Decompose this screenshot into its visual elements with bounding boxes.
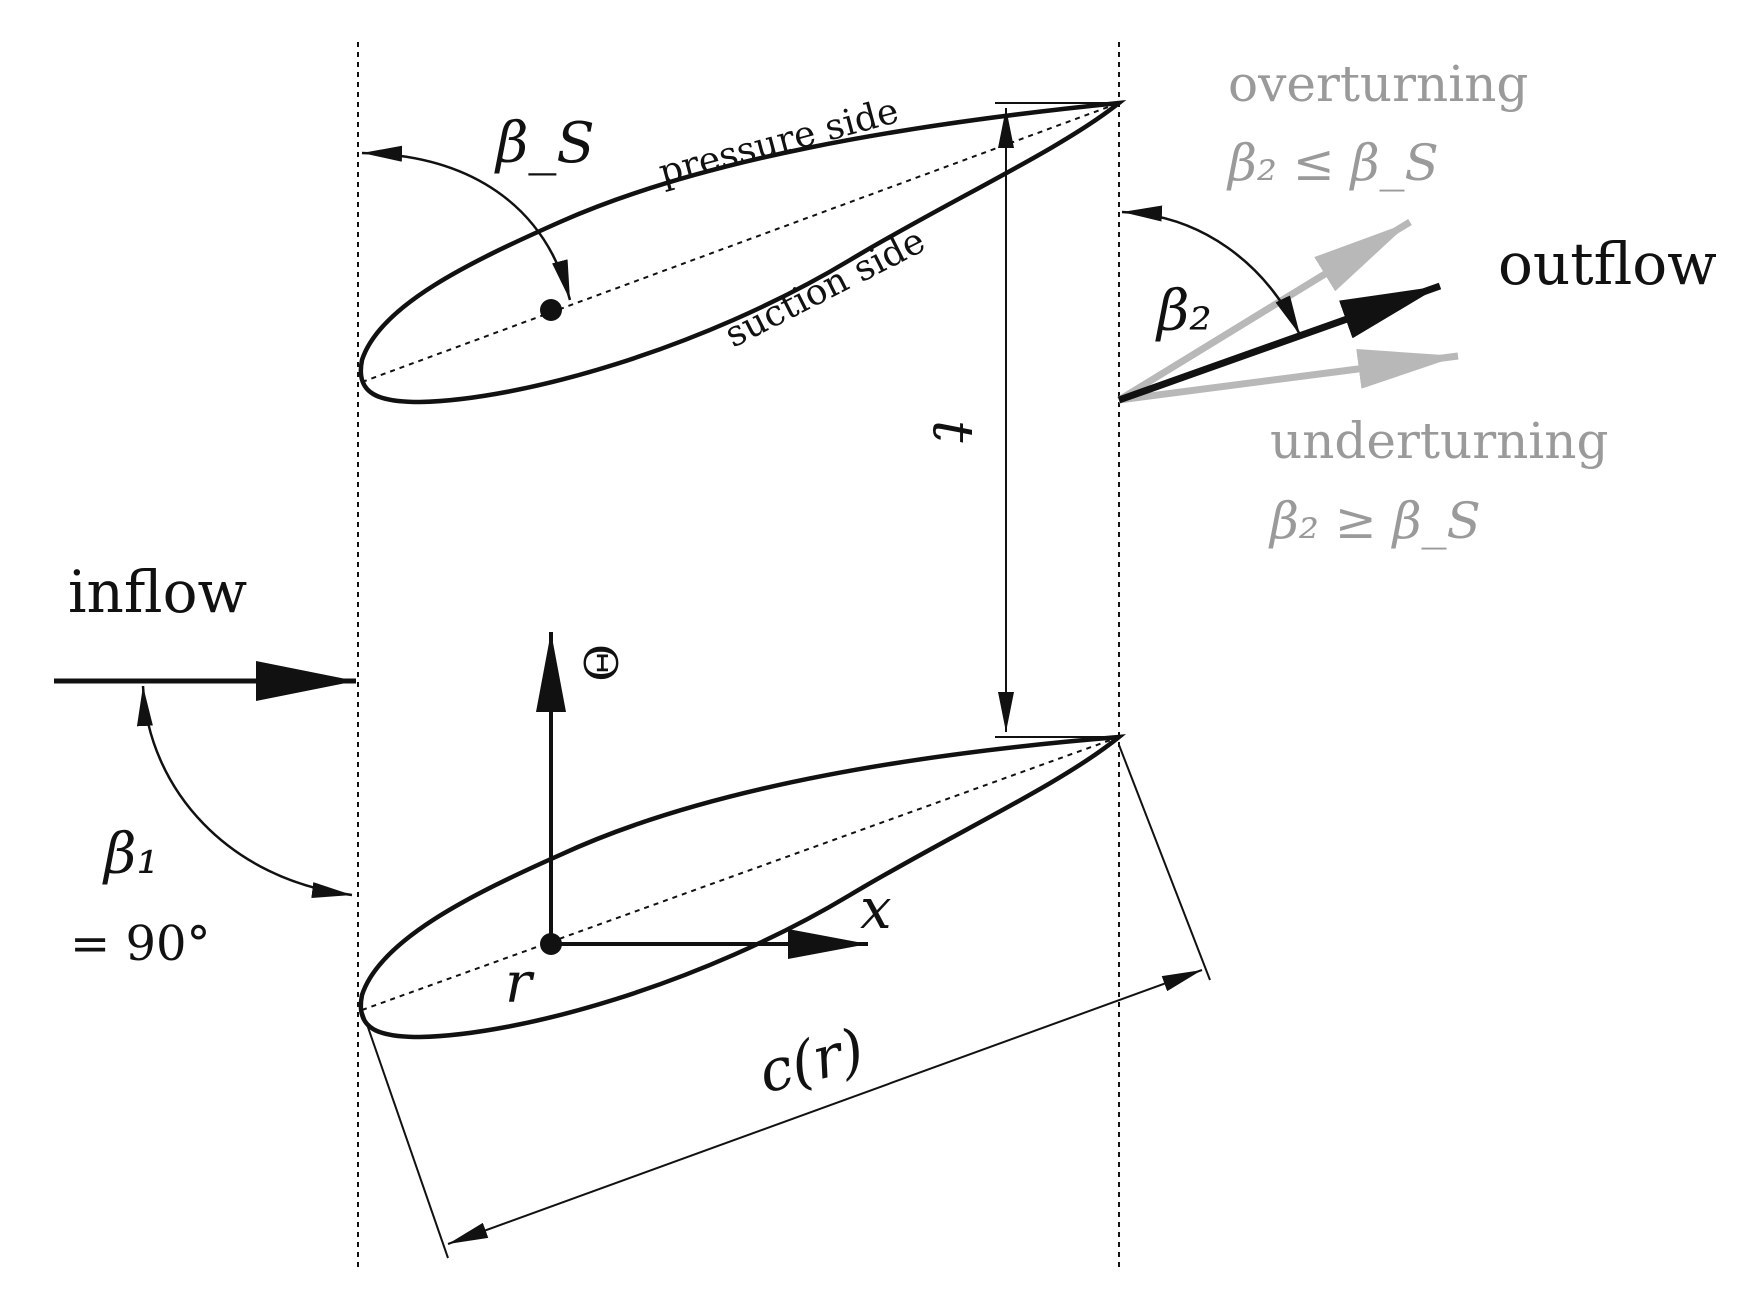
r-label: r bbox=[505, 951, 535, 1016]
beta-1-value: = 90° bbox=[70, 916, 211, 972]
upper-blade-chord-line bbox=[361, 102, 1120, 383]
beta-s-label: β_S bbox=[494, 111, 595, 176]
chord-label: c(r) bbox=[752, 1015, 871, 1106]
beta-2-label: β₂ bbox=[1155, 279, 1212, 344]
inflow-label: inflow bbox=[68, 558, 247, 626]
beta-1-label: β₁ bbox=[102, 822, 159, 887]
outflow-label: outflow bbox=[1498, 230, 1717, 298]
beta-2-arc bbox=[1121, 205, 1302, 336]
upper-blade bbox=[358, 99, 1127, 405]
theta-axis-label: Θ bbox=[573, 644, 627, 682]
overturning-label: overturning bbox=[1228, 55, 1528, 113]
suction-side-label: suction side bbox=[718, 220, 931, 356]
lower-blade bbox=[358, 734, 1127, 1040]
outflow-arrow bbox=[1117, 282, 1442, 404]
overturning-relation: β₂ ≤ β_S bbox=[1226, 134, 1439, 192]
pitch-label: t bbox=[920, 420, 985, 443]
beta-s-arc bbox=[361, 145, 572, 301]
lower-blade-chord-line bbox=[361, 736, 1120, 1011]
underturning-relation: β₂ ≥ β_S bbox=[1268, 492, 1481, 550]
x-axis-label: x bbox=[860, 877, 892, 942]
pitch-dimension bbox=[995, 102, 1119, 738]
pressure-side-label: pressure side bbox=[655, 90, 903, 193]
chord-dimension bbox=[361, 744, 1211, 1259]
beta-1-arc bbox=[136, 685, 353, 899]
underturning-label: underturning bbox=[1270, 412, 1609, 470]
underturning-vector bbox=[1118, 349, 1459, 404]
upper-blade-center-dot bbox=[540, 299, 562, 321]
